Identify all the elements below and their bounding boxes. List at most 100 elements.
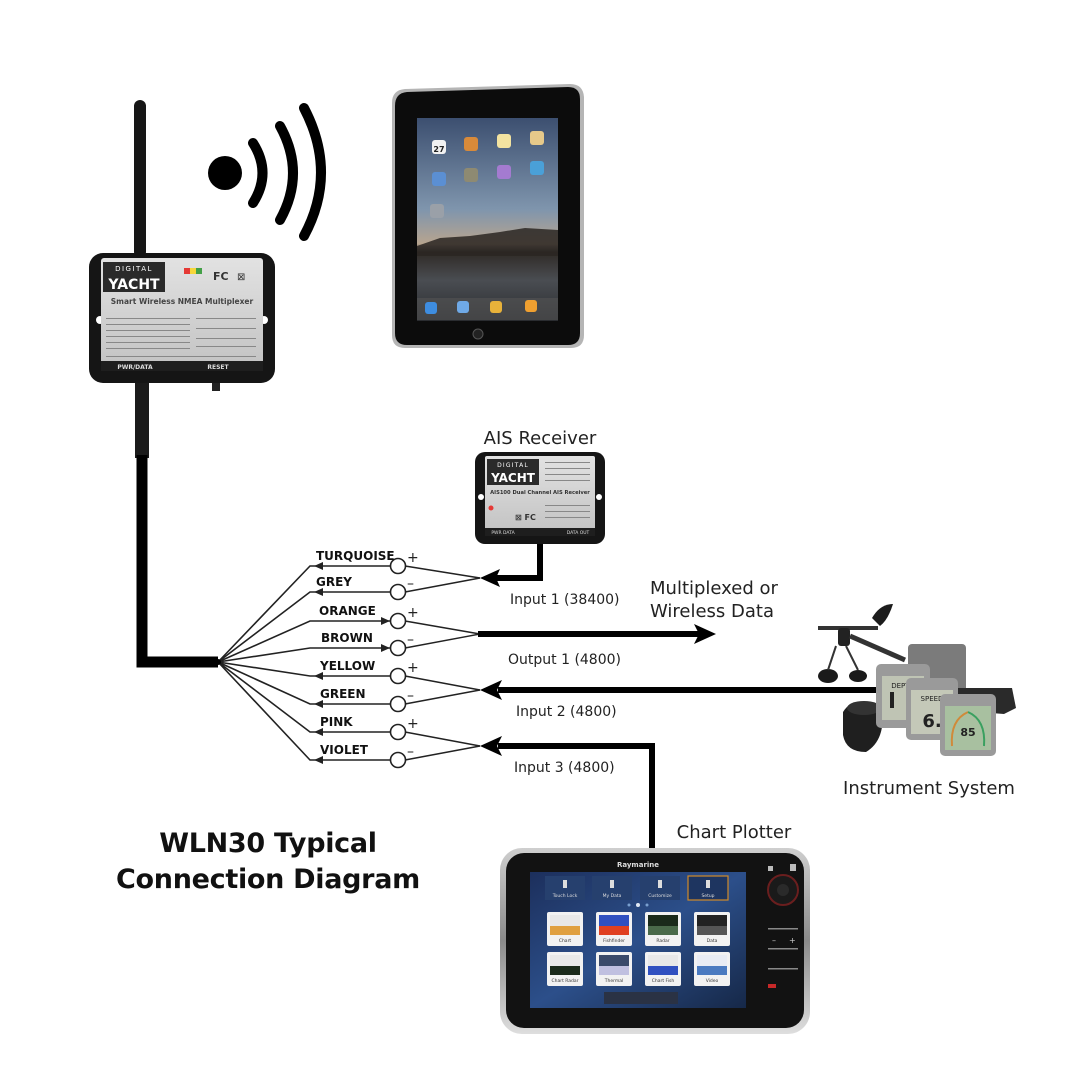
svg-text:⊠ FC: ⊠ FC — [515, 513, 536, 522]
wire-brown: BROWN– — [217, 631, 481, 663]
plotter-menu-setup[interactable]: Setup — [687, 875, 729, 901]
svg-text:PWR DATA: PWR DATA — [491, 530, 515, 536]
plotter-controls: – + — [767, 864, 799, 988]
fcc-mark: FC — [213, 270, 229, 283]
output1-arrowhead — [694, 624, 716, 644]
wire-line — [217, 565, 390, 663]
svg-text:SPEED: SPEED — [921, 695, 944, 703]
input3-cable — [498, 743, 655, 850]
svg-text:85: 85 — [960, 726, 975, 739]
wire-hub — [215, 659, 221, 665]
wire-color-label: GREY — [316, 575, 352, 589]
diagram-title-line1: WLN30 Typical — [159, 828, 377, 859]
wire-pair-line — [404, 565, 481, 579]
wire-arrow-icon — [314, 672, 323, 680]
input3-label: Input 3 (4800) — [514, 760, 615, 776]
wire-polarity: – — [407, 744, 414, 760]
plotter-app-chart-radar[interactable]: Chart Radar — [547, 952, 583, 986]
svg-text:My Data: My Data — [603, 893, 622, 899]
wire-pair-line — [404, 731, 481, 747]
plotter-app-chart[interactable]: Chart — [547, 912, 583, 946]
reset-button[interactable] — [212, 383, 220, 391]
plotter-menu-my-data[interactable]: My Data — [592, 876, 632, 900]
ipad-home-button[interactable] — [472, 328, 484, 340]
instrument-display-wind: 85 — [940, 694, 996, 756]
svg-text:Chart Radar: Chart Radar — [551, 978, 578, 984]
multiplexer-brand-top: DIGITAL — [115, 265, 153, 273]
svg-text:27: 27 — [433, 145, 444, 154]
svg-text:Radar: Radar — [656, 938, 669, 944]
plotter-app-video[interactable]: Video — [694, 952, 730, 986]
wire-color-label: GREEN — [320, 687, 366, 701]
wire-terminal — [389, 612, 407, 630]
plotter-menu-customize[interactable]: Customize — [640, 876, 680, 900]
diagram-title: WLN30 Typical Connection Diagram — [108, 826, 428, 898]
svg-text:Video: Video — [706, 978, 719, 984]
ais-product-name: AIS100 Dual Channel AIS Receiver — [490, 490, 590, 496]
wire-arrow-icon — [314, 562, 323, 570]
ais-receiver-caption: AIS Receiver — [484, 428, 597, 449]
svg-text:DATA OUT: DATA OUT — [567, 530, 590, 536]
wire-orange: ORANGE+ — [217, 604, 481, 663]
svg-text:Thermal: Thermal — [604, 978, 624, 984]
plotter-app-data[interactable]: Data — [694, 912, 730, 946]
instrument-system: DEPTH SPEED 6. 85 — [818, 604, 1016, 756]
multiplexer-pwr-data-label: PWR/DATA — [117, 364, 153, 371]
wire-terminal — [389, 751, 407, 769]
wire-arrow-icon — [314, 756, 323, 764]
wire-pair-line — [404, 633, 481, 649]
wire-terminal — [389, 695, 407, 713]
wire-line — [217, 647, 390, 663]
multiplexer-brand-main: YACHT — [107, 277, 160, 293]
plotter-app-fishfinder[interactable]: Fishfinder — [596, 912, 632, 946]
wire-polarity: – — [407, 576, 414, 592]
wire-line — [217, 591, 390, 663]
wln30-multiplexer: DIGITAL YACHT FC ⊠ Smart Wireless NMEA M… — [89, 100, 275, 458]
svg-text:DEPTH: DEPTH — [891, 682, 915, 690]
wire-pair-line — [404, 745, 481, 761]
wire-color-label: BROWN — [321, 631, 373, 645]
wire-arrow-icon — [314, 700, 323, 708]
output1-label: Output 1 (4800) — [508, 652, 621, 668]
weee-bin-icon: ⊠ — [237, 272, 245, 283]
wire-line — [217, 661, 390, 761]
input1-arrowhead — [480, 569, 500, 587]
wire-terminal — [389, 667, 407, 685]
wifi-signal-icon — [208, 103, 326, 241]
wire-line — [217, 661, 390, 733]
wire-color-label: TURQUOISE — [316, 549, 395, 563]
plotter-app-radar[interactable]: Radar — [645, 912, 681, 946]
diagram-title-line2: Connection Diagram — [116, 864, 420, 895]
plotter-app-thermal[interactable]: Thermal — [596, 952, 632, 986]
svg-text:Chart Fish: Chart Fish — [652, 978, 675, 984]
ais-led-icon — [488, 505, 494, 511]
input1-cable — [496, 544, 543, 581]
ais-receiver: DIGITAL YACHT AIS100 Dual Channel AIS Re… — [475, 452, 605, 544]
plotter-menu-touch-lock[interactable]: Touch Lock — [545, 876, 585, 900]
wire-color-label: VIOLET — [320, 743, 369, 757]
wire-color-label: PINK — [320, 715, 353, 729]
svg-text:–: – — [772, 936, 776, 945]
wire-pair-line — [404, 689, 481, 705]
input2-arrowhead — [480, 680, 502, 700]
ais-brand-top: DIGITAL — [497, 462, 529, 469]
wire-terminal — [389, 583, 407, 601]
plotter-app-chart-fish[interactable]: Chart Fish — [645, 952, 681, 986]
svg-text:Chart: Chart — [559, 938, 572, 944]
plotter-brand: Raymarine — [617, 861, 659, 869]
wire-line — [217, 661, 390, 677]
status-led-icon — [184, 268, 202, 274]
svg-text:Touch Lock: Touch Lock — [552, 893, 578, 899]
wire-yellow: YELLOW+ — [217, 659, 481, 691]
wire-arrow-icon — [381, 617, 390, 625]
wire-polarity: + — [407, 660, 419, 676]
wire-pair-line — [404, 675, 481, 691]
output-destination-line1: Multiplexed or — [650, 578, 779, 599]
svg-text:+: + — [789, 936, 796, 945]
chart-plotter-caption: Chart Plotter — [677, 822, 792, 843]
wire-polarity: + — [407, 605, 419, 621]
wire-line — [217, 620, 390, 663]
ipad-tablet: 27 — [392, 84, 584, 348]
wire-pink: PINK + — [217, 661, 481, 747]
wire-grey: GREY – — [217, 575, 481, 663]
